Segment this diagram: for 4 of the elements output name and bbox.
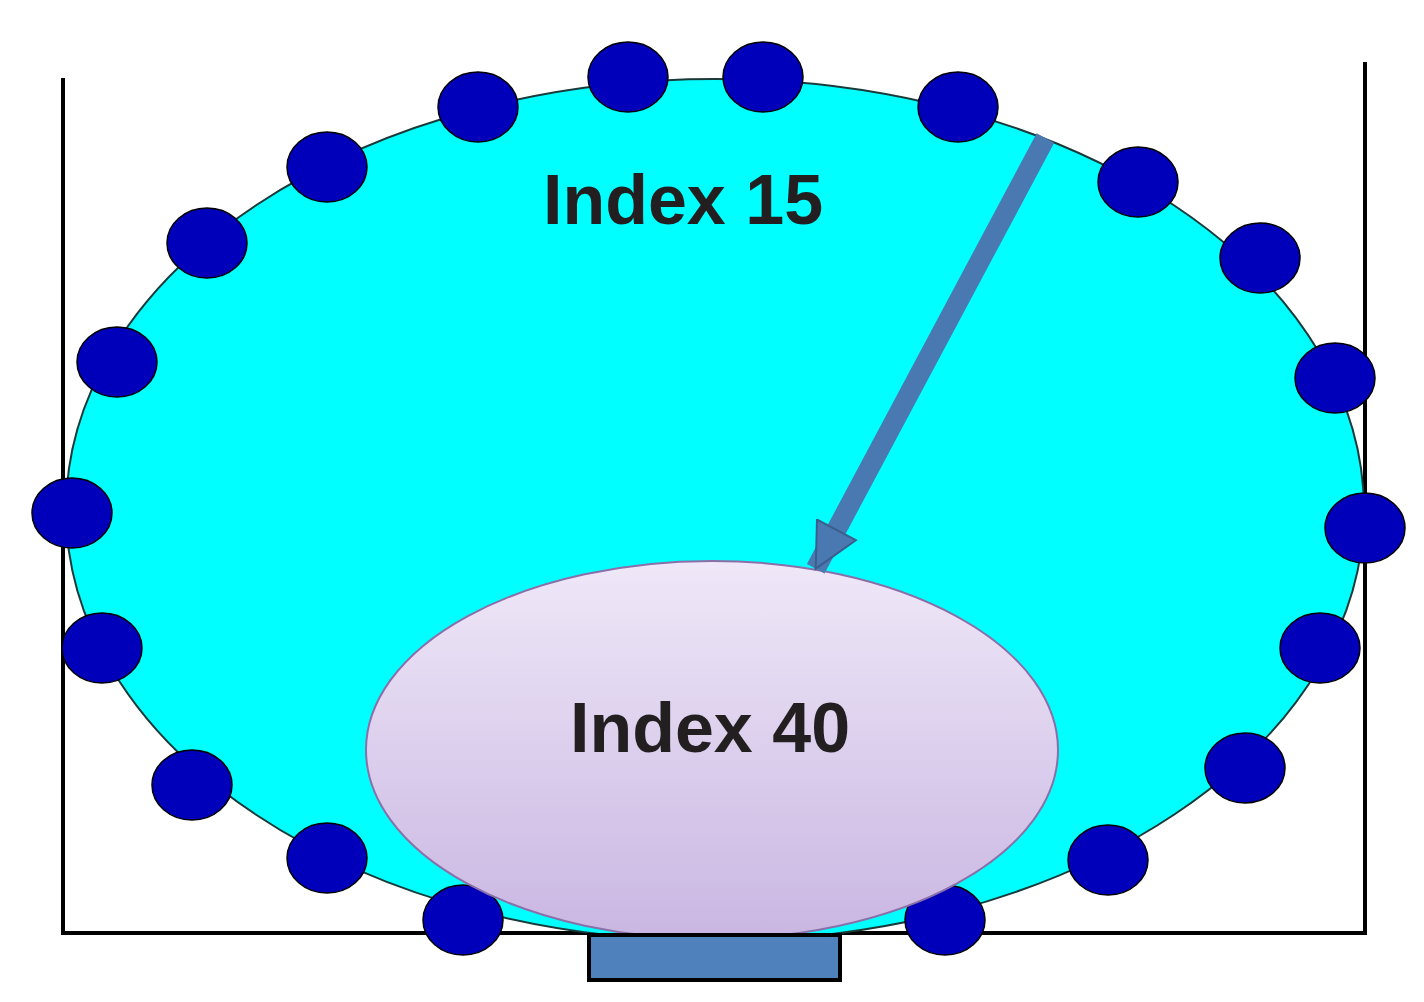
arrow <box>806 133 1055 574</box>
ellipse-label: Index 15 <box>542 160 824 240</box>
ellipse-label: Index 40 <box>569 688 851 768</box>
base-plate <box>587 933 842 982</box>
